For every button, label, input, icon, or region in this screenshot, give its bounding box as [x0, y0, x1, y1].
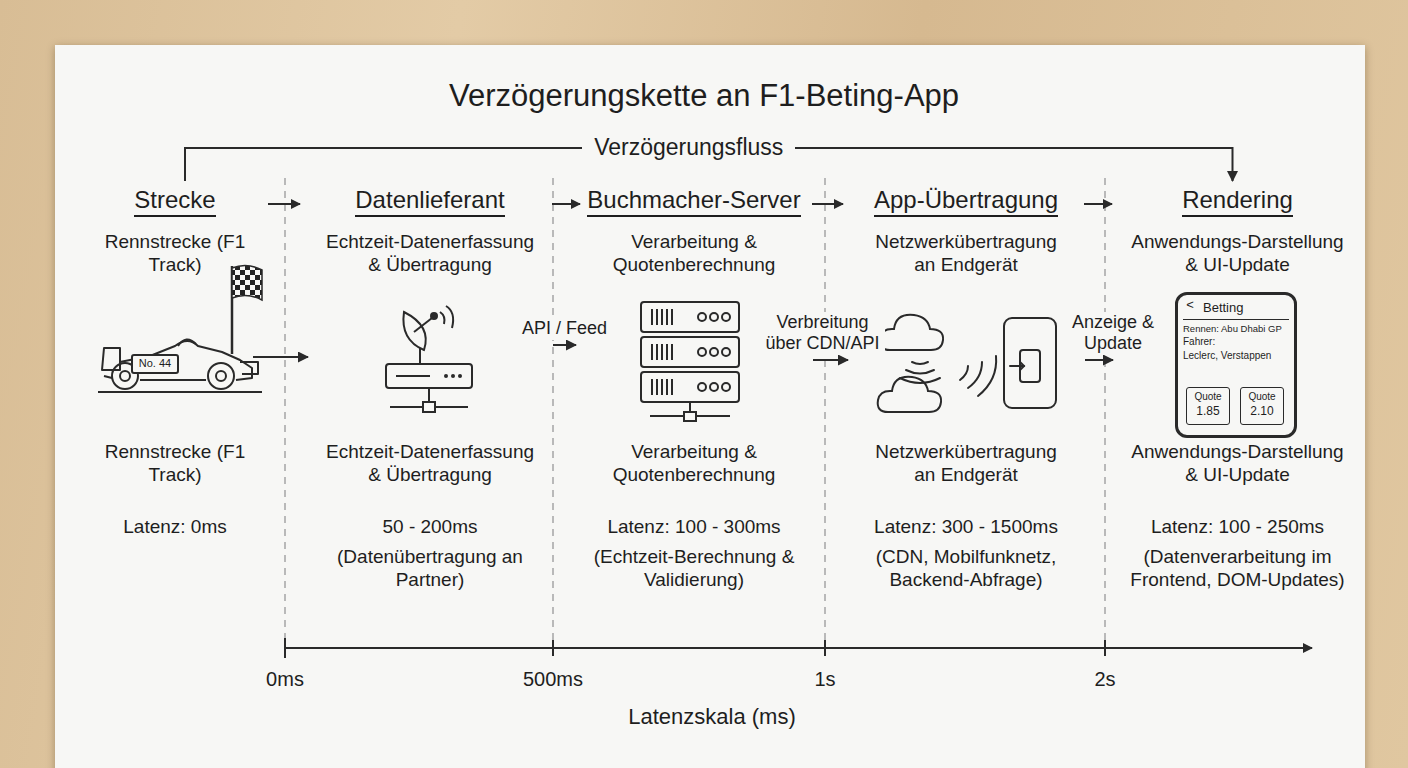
edge-label: Verbreitung über CDN/API — [761, 312, 885, 355]
stage-column: StreckeRennstrecke (F1 Track) Rennstrecke… — [100, 185, 250, 625]
f1-car-icon — [98, 339, 262, 392]
phone-screen: BettingRennen: Abu Dhabi GPFahrer:Lecler… — [1175, 292, 1297, 438]
axis-tick-label: 1s — [814, 668, 835, 691]
stage-description: Verarbeitung & Quotenberechnung — [594, 440, 794, 486]
stage-description: Netzwerkübertragung an Endgerät — [866, 230, 1066, 276]
axis-tick-label: 0ms — [266, 668, 304, 691]
latency-text: Latenz: 0ms — [100, 515, 250, 538]
diagram-title: Verzögerungskette an F1-Beting-App — [0, 78, 1408, 114]
stage-description: Echtzeit-Datenerfassung & Übertragung — [318, 230, 543, 276]
latency-text: (Datenverarbeitung im Frontend, DOM-Upda… — [1125, 545, 1350, 591]
server-rack-icon — [641, 302, 739, 421]
odds-box: Quote2.10 — [1240, 387, 1284, 425]
flow-arrow — [813, 359, 848, 361]
cloud-network-icon — [878, 315, 1056, 412]
stage-heading: Strecke — [100, 185, 250, 214]
latency-text: Latenz: 100 - 300ms — [578, 515, 810, 538]
latency-text: (Echtzeit-Berechnung & Validierung) — [587, 545, 802, 591]
axis-title: Latenzskala (ms) — [628, 704, 796, 730]
latency-text: (Datenübertragung an Partner) — [325, 545, 535, 591]
stage-description: Echtzeit-Datenerfassung & Übertragung — [318, 440, 543, 486]
stage-description: Rennstrecke (F1 Track) — [100, 230, 250, 276]
stage-description: Rennstrecke (F1 Track) — [100, 440, 250, 486]
axis-tick-label: 2s — [1094, 668, 1115, 691]
stage-column: Buchmacher-ServerVerarbeitung & Quotenbe… — [578, 185, 810, 625]
stage-heading: App-Übertragung — [850, 185, 1082, 214]
heading-text: Buchmacher-Server — [587, 186, 800, 217]
checkered-flag — [232, 265, 262, 354]
heading-text: App-Übertragung — [874, 186, 1058, 217]
app-text: Leclerc, Verstappen — [1183, 350, 1289, 363]
odds-value: 1.85 — [1187, 404, 1229, 418]
stage-description: Anwendungs-Darstellung & UI-Update — [1125, 230, 1350, 276]
flow-arrow — [553, 344, 576, 346]
odds-value: 2.10 — [1241, 404, 1283, 418]
stage-column: App-ÜbertragungNetzwerkübertragung an En… — [850, 185, 1082, 625]
latency-text: Latenz: 100 - 250ms — [1115, 515, 1360, 538]
stage-description: Netzwerkübertragung an Endgerät — [866, 440, 1066, 486]
satellite-receiver-icon — [386, 306, 472, 412]
axis-tick-label: 500ms — [523, 668, 583, 691]
stage-column: DatenlieferantEchtzeit-Datenerfassung & … — [310, 185, 550, 625]
heading-text: Datenlieferant — [355, 186, 504, 217]
app-header: Betting — [1183, 298, 1289, 320]
latency-text: (CDN, Mobilfunknetz, Backend-Abfrage) — [856, 545, 1076, 591]
heading-text: Strecke — [134, 186, 215, 217]
edge-label: Anzeige & Update — [1064, 312, 1162, 355]
app-text: Rennen: Abu Dhabi GP — [1183, 323, 1289, 335]
latency-text: 50 - 200ms — [310, 515, 550, 538]
flow-arrow — [253, 356, 308, 358]
stage-description: Anwendungs-Darstellung & UI-Update — [1125, 440, 1350, 486]
flow-arrow — [1085, 359, 1113, 361]
column-dividers — [285, 178, 1105, 640]
latency-axis — [285, 638, 1312, 658]
back-chevron: < — [1186, 297, 1194, 312]
stage-heading: Buchmacher-Server — [578, 185, 810, 214]
heading-text: Rendering — [1182, 186, 1293, 217]
edge-label: Verzögerungsfluss — [582, 134, 795, 162]
edge-label: API / Feed — [502, 318, 628, 340]
stage-heading: Datenlieferant — [310, 185, 550, 214]
app-text: Fahrer: — [1183, 336, 1289, 349]
latency-text: Latenz: 300 - 1500ms — [850, 515, 1082, 538]
odds-label: Quote — [1241, 391, 1283, 403]
car-number: No. 44 — [139, 357, 171, 369]
odds-box: Quote1.85 — [1186, 387, 1230, 425]
stage-heading: Rendering — [1115, 185, 1360, 214]
stage-description: Verarbeitung & Quotenberechnung — [594, 230, 794, 276]
odds-label: Quote — [1187, 391, 1229, 403]
stage-column: RenderingAnwendungs-Darstellung & UI-Upd… — [1115, 185, 1360, 625]
